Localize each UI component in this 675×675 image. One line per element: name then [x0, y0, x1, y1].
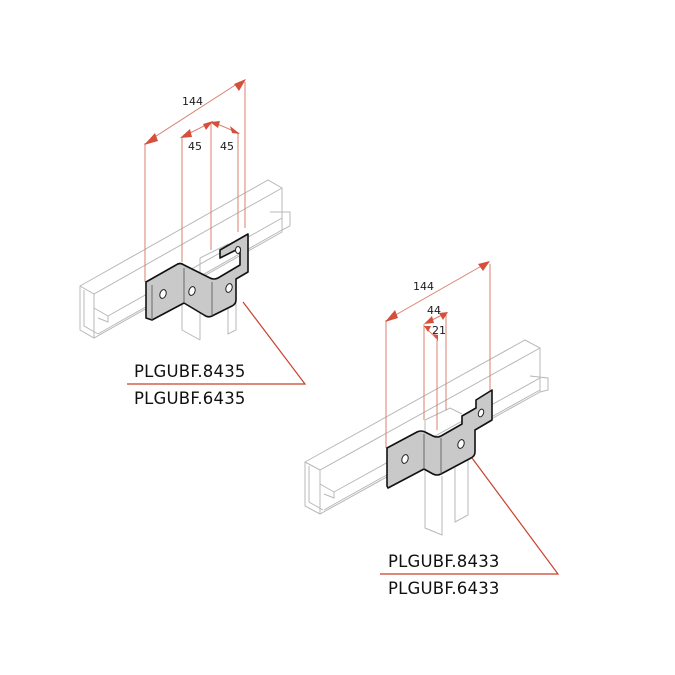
bolt-hole-icon	[235, 246, 241, 254]
dimension-lines-2	[385, 261, 491, 448]
dimension-label-offset: 21	[432, 324, 446, 337]
bolt-hole-icon	[188, 286, 196, 296]
part-code-6435: PLGUBF.6435	[134, 389, 246, 408]
bolt-hole-icon	[401, 454, 409, 464]
bolt-hole-icon	[457, 439, 465, 449]
part-code-8435: PLGUBF.8435	[134, 362, 246, 381]
strut-channel-vertical-2	[424, 407, 469, 536]
part-code-8433: PLGUBF.8433	[388, 552, 500, 571]
strut-channel-horizontal-1	[79, 179, 291, 339]
part-code-6433: PLGUBF.6433	[388, 579, 500, 598]
assembly-1: 144 45 45 PLGUBF.8435 PLGUBF.6435	[79, 79, 307, 408]
bolt-hole-icon	[477, 408, 485, 418]
u-bracket-plate-1	[145, 233, 249, 321]
strut-channel-horizontal-2	[304, 339, 549, 515]
dimension-label-spacing-2: 45	[220, 140, 234, 153]
dimension-label-spacing-1: 45	[188, 140, 202, 153]
leader-line-1	[127, 301, 307, 385]
dimension-lines-1	[144, 79, 246, 282]
leader-line-2	[380, 457, 560, 575]
dimension-label-overall: 144	[182, 95, 203, 108]
dimension-label-overall: 144	[413, 280, 434, 293]
assembly-2: 144 44 21 PLGUBF.8433 PLGUBF.6433	[304, 261, 560, 598]
bolt-hole-icon	[159, 289, 167, 299]
dimension-label-width: 44	[427, 304, 441, 317]
u-bracket-plate-2	[386, 389, 493, 489]
bolt-hole-icon	[225, 283, 233, 293]
